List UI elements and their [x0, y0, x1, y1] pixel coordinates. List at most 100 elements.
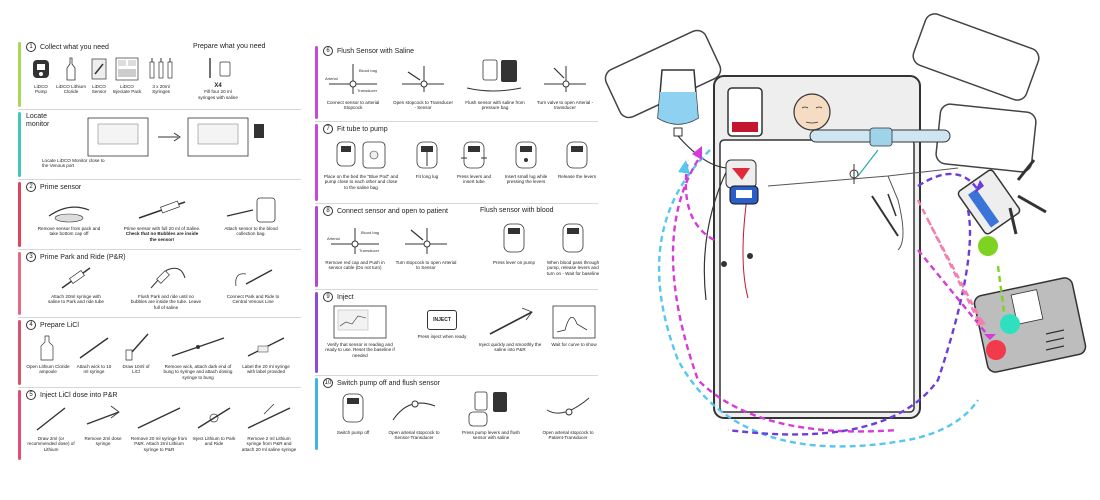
ampoule-open-icon [40, 335, 54, 361]
licl-step-4: Remove wick, attach dark end of bung to … [160, 332, 236, 380]
step-number: 1 [26, 42, 36, 52]
injectate-pack-icon [115, 57, 139, 81]
sensor-cable-diagram: Arterial Blood bag Transducer [327, 228, 380, 254]
arrow-heads [678, 146, 996, 340]
lidco-pump [725, 159, 757, 189]
flush-step-4: Turn valve to open Arterial - transducer [535, 58, 595, 111]
pump-icon [33, 60, 49, 78]
licl-step-3: Draw 10ml of LiCl [118, 332, 154, 375]
step-number: 8 [323, 206, 333, 216]
syringe-fill-icon [209, 58, 231, 78]
item-fill-syringes: X4 Fill four 20 ml syringes with saline [198, 56, 238, 100]
bedside-layout-illustration [598, 0, 1100, 500]
section-title: Locate monitor [26, 113, 50, 128]
flush-tube-icon [150, 267, 186, 289]
section-title: Inject LiCl dose into P&R [40, 391, 118, 399]
pump-off-icon [342, 393, 364, 423]
monitor-screen-top-right [912, 13, 1040, 101]
bung-syringe-icon [171, 337, 225, 357]
section-title: Collect what you need [40, 43, 109, 51]
sensor-pack-icon [91, 58, 107, 80]
section-bar [315, 378, 318, 450]
label-syringe-icon [247, 337, 285, 357]
cable-connector [721, 253, 753, 267]
section-bar [18, 320, 21, 385]
step-number: 3 [26, 252, 36, 262]
step-number: 7 [323, 124, 333, 134]
prime-step-3: Attach sensor to the blood collection ba… [216, 196, 286, 237]
section-title: Prime sensor [40, 183, 82, 191]
side-table [935, 103, 1037, 173]
section-bar [18, 252, 21, 315]
dot-teal [1000, 314, 1020, 334]
pump-small-lug-icon [515, 141, 537, 169]
step-number: 2 [26, 182, 36, 192]
stopcock-diagram: Arterial Blood bag Transducer [325, 64, 378, 94]
step-number: 10 [323, 378, 333, 388]
section-bar [315, 124, 318, 201]
collection-bag-icon [226, 197, 276, 223]
section-title: Inject [337, 293, 354, 301]
inject-licl-step-1: Draw 2ml (or recommended dose) of Lithiu… [26, 402, 76, 452]
inject-licl-step-3: Remove 20 ml syringe from P&R. Attach 2m… [130, 402, 188, 452]
wick-syringe-icon [79, 337, 109, 359]
draw-dose-icon [36, 407, 66, 431]
section-bar [18, 112, 21, 177]
section-bar [18, 42, 21, 107]
switch-step-2: Open arterial stopcock to Sensor-Transdu… [381, 390, 447, 441]
step-number: 4 [26, 320, 36, 330]
item-sensor: LiDCO Sensor [88, 56, 110, 95]
fit-tube-step-3: Press levers and insert tube [451, 138, 497, 185]
syringes-icon [149, 58, 173, 79]
stopcock-patient-icon [546, 397, 590, 416]
section-prepare-licl: 4 Prepare LiCl Open Lithium Cloride ampou… [18, 318, 301, 388]
section-locate-monitor: Locate monitor Locate LiDCO Monitor clos… [18, 110, 301, 180]
inject-licl-step-5: Remove 2 ml Lithium syringe from P&R and… [240, 402, 298, 452]
inject-lithium-icon [197, 407, 231, 429]
stopcock-open-icon [402, 66, 444, 92]
park-ride-step-1: Attach 20ml syringe with saline to Park … [46, 264, 106, 305]
connect-step-2: Turn stopcock to open Arterial to Sensor [395, 220, 457, 271]
blood-bag-label: Blood bag [359, 68, 377, 73]
pump-levers-icon [461, 141, 487, 169]
inject-step-3: Inject quickly and smoothly the saline i… [475, 304, 545, 353]
arrow-purple-top [917, 172, 979, 191]
arrow-purple-long [727, 209, 972, 436]
section-title: Flush Sensor with Saline [337, 47, 415, 55]
fit-tube-step-5: Release the levers [555, 138, 599, 179]
section-fit-tube: 7 Fit tube to pump Place on the bed the "… [315, 122, 598, 204]
section-title: Connect sensor and open to patient [337, 207, 448, 215]
section-title: Switch pump off and flush sensor [337, 379, 440, 387]
flush-step-1: Arterial Blood bag Transducer Connect se… [323, 58, 383, 111]
inject-button[interactable]: INJECT [427, 310, 457, 330]
prime-step-2: Prime sensor with full 20 ml of Saline. … [122, 196, 202, 242]
connect-step-3: Press lever on pump [489, 220, 539, 265]
section-bar [18, 182, 21, 247]
item-pump: LiDCO Pump [28, 56, 54, 95]
attach-saline-icon [247, 403, 291, 429]
remove-dose-icon [86, 405, 120, 425]
licl-step-1: Open Lithium Cloride ampoule [26, 332, 70, 375]
curve-screen-icon [552, 305, 596, 339]
ampoule-icon [66, 57, 76, 81]
section-bar [18, 390, 21, 460]
inject-step-4: Wait for curve to show [547, 304, 601, 347]
inject-saline-icon [489, 307, 533, 335]
syringe-icon [61, 267, 91, 289]
monitor-location-illustration [87, 117, 264, 157]
connect-step-1: Arterial Blood bag Transducer Remove red… [323, 220, 387, 271]
supply-trolley [973, 277, 1087, 373]
blue-pod-sensor [729, 185, 759, 205]
sensor-remove-icon [48, 206, 90, 223]
locate-step: Locate LiDCO Monitor close to the Venous… [42, 158, 105, 169]
fit-tube-step-4: Insert small lug while pressing the leve… [501, 138, 551, 185]
section-title: Prepare LiCl [40, 321, 79, 329]
connect-step-4: When blood pass through pump, release le… [545, 220, 601, 276]
stopcock-turn-icon [405, 228, 447, 254]
section-title: Fit tube to pump [337, 125, 388, 133]
fit-tube-step-1: Place on the bed the "Blue Pod" and pump… [323, 138, 399, 190]
